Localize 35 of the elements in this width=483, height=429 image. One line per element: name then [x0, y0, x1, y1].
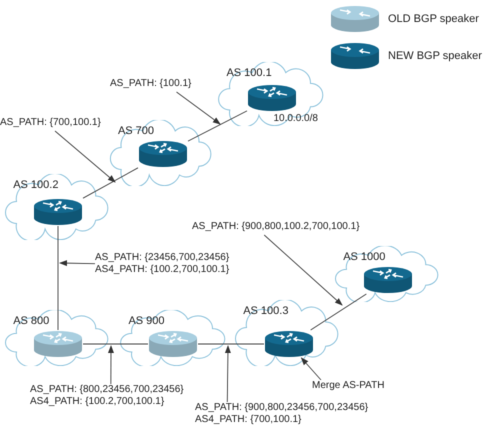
as-label: AS 800 — [13, 315, 50, 328]
router — [264, 330, 314, 358]
leader-arrow — [224, 345, 231, 402]
router — [33, 330, 83, 358]
prefix-label: 10.0.0.0/8 — [273, 113, 318, 125]
router — [148, 330, 198, 358]
path-annotation: AS_PATH: {900,800,23456,700,23456} — [195, 402, 368, 414]
as-label: AS 900 — [128, 315, 165, 328]
legend-label: OLD BGP speaker — [388, 12, 479, 27]
path-annotation: AS4_PATH: {100.2,700,100.1} — [30, 396, 164, 408]
path-annotation: Merge AS-PATH — [312, 380, 384, 392]
router — [33, 198, 83, 226]
router — [138, 140, 188, 168]
as-label: AS 1000 — [343, 251, 386, 264]
leader-arrow — [264, 234, 343, 306]
leader-arrow — [300, 357, 322, 380]
router — [363, 266, 413, 294]
as-label: AS 100.3 — [243, 305, 288, 318]
as-label: AS 100.1 — [226, 67, 272, 80]
path-annotation: AS_PATH: {900,800,100.2,700,100.1} — [192, 221, 360, 233]
router — [247, 84, 297, 112]
path-annotation: AS_PATH: {700,100.1} — [0, 117, 101, 129]
legend-label: NEW BGP speaker — [388, 48, 482, 64]
as-label: AS 700 — [118, 125, 154, 138]
leader-arrow — [108, 345, 114, 384]
link-line — [188, 110, 248, 142]
leader-arrow — [176, 92, 221, 125]
path-annotation: AS_PATH: {23456,700,23456} — [95, 252, 230, 264]
path-annotation: AS4_PATH: {700,100.1} — [195, 414, 302, 426]
leader-arrow — [54, 130, 116, 183]
leader-arrow — [59, 260, 96, 266]
path-annotation: AS_PATH: {800,23456,700,23456} — [30, 384, 184, 396]
path-annotation: AS_PATH: {100.1} — [110, 78, 192, 90]
as-label: AS 100.2 — [13, 179, 58, 192]
path-annotation: AS4_PATH: {100.2,700,100.1} — [95, 264, 230, 276]
